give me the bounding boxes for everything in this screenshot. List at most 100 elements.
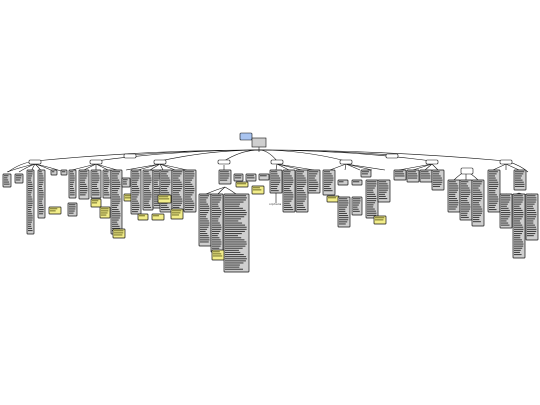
leaf-node[interactable] — [419, 169, 433, 183]
tall-leaf-node[interactable] — [26, 169, 35, 235]
small-node[interactable] — [50, 169, 58, 176]
leaf-node[interactable] — [121, 177, 131, 188]
note-node[interactable] — [170, 208, 184, 220]
leaf-node[interactable] — [322, 169, 336, 196]
leaf-node[interactable] — [2, 173, 12, 188]
note-node[interactable] — [211, 249, 225, 261]
leaf-node[interactable] — [499, 193, 513, 229]
leaf-node[interactable] — [67, 202, 78, 217]
leaf-node[interactable] — [102, 169, 112, 199]
node-text-line — [212, 247, 220, 249]
node-text-line — [132, 209, 139, 211]
node-text-line — [16, 179, 21, 181]
sub-branch-curve — [137, 163, 161, 171]
note-node[interactable] — [157, 194, 172, 204]
leaf-node[interactable] — [282, 169, 296, 213]
leaf-node[interactable] — [377, 179, 391, 203]
node-text-line — [367, 202, 376, 204]
node-text-line — [324, 179, 334, 181]
root-node-icon[interactable] — [239, 132, 253, 141]
node-text-line — [473, 198, 482, 200]
sub-header[interactable] — [460, 167, 474, 175]
leaf-node[interactable] — [487, 169, 501, 213]
node-text-line — [501, 207, 509, 209]
branch-header-4[interactable] — [217, 159, 231, 165]
node-text-line — [172, 212, 181, 214]
node-text-line — [112, 192, 118, 194]
leaf-node[interactable] — [142, 169, 154, 211]
leaf-node[interactable] — [365, 179, 379, 219]
branch-header-9[interactable] — [499, 159, 513, 165]
branch-header-2[interactable] — [123, 153, 137, 159]
sub-branch-curve — [205, 186, 226, 195]
node-text-line — [489, 190, 496, 192]
leaf-node[interactable] — [513, 169, 527, 191]
branch-header-8[interactable] — [425, 159, 439, 165]
leaf-node[interactable] — [218, 169, 232, 185]
node-text-line — [154, 181, 158, 183]
note-node[interactable] — [151, 213, 165, 221]
node-text-line — [161, 188, 168, 190]
tall-leaf-node[interactable] — [198, 193, 212, 247]
node-text-line — [473, 183, 482, 185]
leaf-node[interactable] — [68, 169, 77, 199]
tall-leaf-node[interactable] — [512, 193, 526, 259]
tall-leaf-node[interactable] — [210, 193, 224, 253]
node-text-line — [527, 199, 537, 201]
tall-leaf-node[interactable] — [37, 169, 46, 219]
branch-header-7[interactable] — [385, 153, 399, 159]
small-node[interactable] — [60, 169, 68, 176]
sub-branch-curve — [329, 163, 347, 171]
branch-header-1[interactable] — [89, 159, 103, 165]
root-node[interactable] — [251, 137, 267, 148]
leaf-node[interactable] — [307, 169, 321, 194]
small-node[interactable] — [360, 169, 372, 178]
leaf-node[interactable] — [471, 179, 485, 227]
leaf-node[interactable] — [171, 169, 185, 211]
note-node[interactable] — [90, 198, 102, 208]
node-text-line — [212, 195, 222, 197]
leaf-node[interactable] — [447, 179, 461, 213]
leaf-node[interactable] — [406, 169, 420, 183]
small-node[interactable] — [245, 173, 257, 182]
tall-leaf-node[interactable] — [110, 169, 123, 235]
small-node[interactable] — [233, 173, 244, 182]
tall-leaf-node[interactable] — [223, 193, 250, 273]
node-text-line — [225, 230, 245, 232]
leaf-node[interactable] — [351, 196, 363, 216]
node-text-line — [104, 192, 109, 194]
leaf-node[interactable] — [393, 169, 407, 181]
small-node[interactable] — [337, 179, 349, 186]
note-node[interactable] — [137, 213, 149, 221]
note-node[interactable] — [373, 215, 387, 225]
node-text-line — [501, 195, 511, 197]
node-text-line — [339, 210, 346, 212]
leaf-node[interactable] — [159, 169, 173, 213]
branch-header-3[interactable] — [153, 159, 167, 165]
leaf-node[interactable] — [295, 169, 309, 213]
small-node[interactable] — [351, 179, 363, 186]
leaf-node[interactable] — [14, 173, 24, 184]
leaf-node[interactable] — [78, 169, 90, 200]
node-text-line — [69, 206, 76, 208]
note-node[interactable] — [326, 195, 340, 203]
leaf-node[interactable] — [337, 196, 351, 228]
leaf-node[interactable] — [269, 169, 283, 194]
branch-header-5[interactable] — [270, 159, 284, 165]
leaf-node[interactable] — [431, 169, 445, 191]
small-node[interactable] — [258, 173, 270, 181]
note-node[interactable] — [251, 185, 265, 195]
note-node[interactable] — [235, 181, 249, 188]
node-text-line — [4, 177, 8, 179]
branch-header-0[interactable] — [28, 159, 42, 165]
leaf-node[interactable] — [525, 193, 539, 241]
leaf-node[interactable] — [130, 169, 142, 215]
note-node[interactable] — [99, 206, 111, 219]
leaf-node[interactable] — [183, 169, 197, 213]
note-node[interactable] — [112, 228, 126, 239]
leaf-node[interactable] — [459, 179, 473, 221]
note-node[interactable] — [48, 206, 62, 215]
leaf-node[interactable] — [90, 169, 102, 199]
branch-header-6[interactable] — [339, 159, 353, 165]
branch-curve-9 — [258, 149, 507, 162]
